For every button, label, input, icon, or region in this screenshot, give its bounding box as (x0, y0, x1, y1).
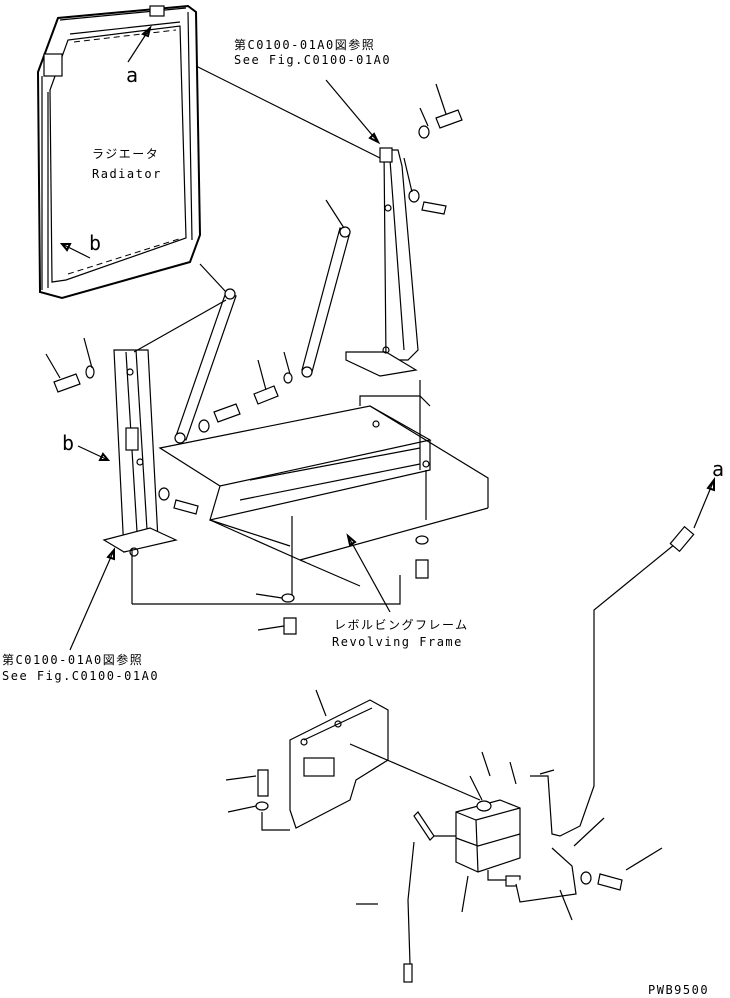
bolt-right-lower (403, 157, 447, 215)
ref-left-jp: 第C0100-01A0図参照 (2, 652, 143, 667)
radiator-left-leader (133, 299, 227, 353)
bolt-frame-right (415, 535, 429, 579)
bolt-left-lower (158, 487, 199, 515)
bolt-left-upper (45, 337, 95, 393)
bolt-tank-bracket (225, 769, 290, 831)
ref-top-leader (325, 79, 379, 143)
radiator (36, 4, 202, 300)
bracket-to-tank-line (349, 743, 481, 801)
frame-label-jp: レボルビングフレーム (334, 618, 469, 632)
revolving-frame (131, 380, 489, 605)
bolt-center-upper (253, 351, 293, 405)
tank-bracket (289, 689, 389, 829)
frame-label-en: Revolving Frame (332, 635, 463, 649)
drawing-code: PWB9500 (648, 983, 709, 997)
bolt-frame-left (255, 593, 297, 635)
marker-b-radiator: b (89, 231, 101, 255)
hose-clip (515, 817, 663, 921)
bolt-center-lower (198, 403, 241, 433)
drain-tube (356, 751, 491, 983)
radiator-label-jp: ラジエータ (92, 147, 159, 161)
overflow-hose (509, 477, 715, 837)
ref-top-en: See Fig.C0100-01A0 (234, 53, 391, 67)
left-bracket (102, 349, 178, 557)
stay-rod-right (301, 199, 351, 378)
marker-b-left: b (62, 431, 74, 455)
reservoir-tank (430, 775, 521, 913)
marker-a-hose: a (712, 457, 724, 481)
bolt-right-upper (418, 83, 463, 139)
ref-left-leader (69, 549, 115, 651)
right-bracket (345, 147, 419, 377)
radiator-label-en: Radiator (92, 167, 162, 181)
stay-rod-left (174, 263, 237, 444)
marker-a-radiator: a (126, 63, 138, 87)
ref-left-en: See Fig.C0100-01A0 (2, 669, 159, 683)
radiator-leader-line (195, 65, 381, 159)
ref-top-jp: 第C0100-01A0図参照 (234, 37, 375, 52)
frame-leader (347, 535, 391, 613)
